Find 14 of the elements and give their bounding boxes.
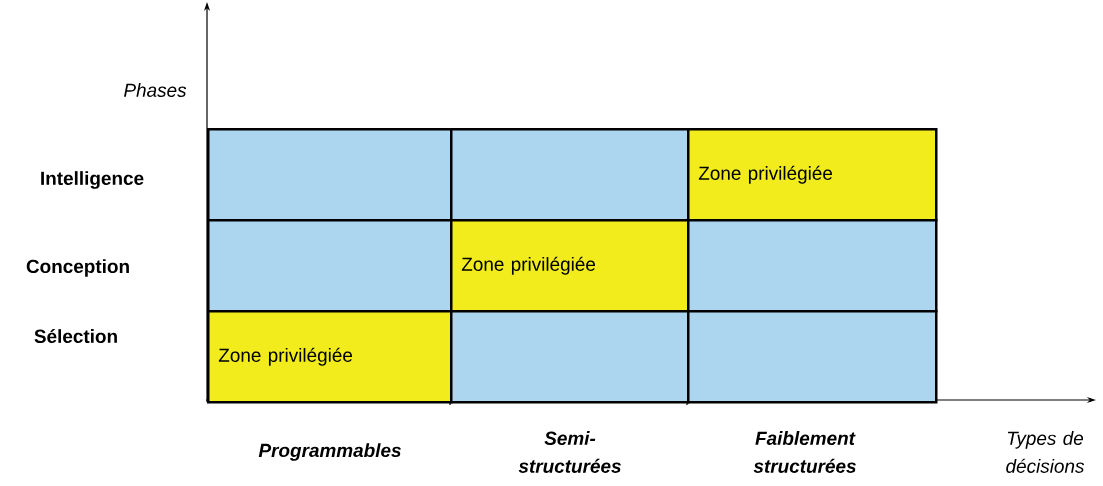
grid-cell: [207, 128, 453, 222]
highlighted-cell: Zone privilégiée: [450, 219, 690, 313]
highlighted-cell: Zone privilégiée: [207, 310, 453, 404]
axis-label: Types de décisions: [1006, 431, 1085, 473]
grid-cell: [207, 219, 453, 313]
grid-cell: [450, 310, 690, 404]
column-label: Programmables: [258, 443, 401, 461]
grid-cell: [687, 219, 938, 313]
row-label: Sélection: [34, 328, 117, 344]
highlighted-cell: Zone privilégiée: [687, 128, 938, 222]
row-label: Conception: [26, 259, 129, 277]
grid-cell: [450, 128, 690, 222]
grid-cell: [687, 310, 938, 404]
row-label: Intelligence: [41, 171, 144, 189]
